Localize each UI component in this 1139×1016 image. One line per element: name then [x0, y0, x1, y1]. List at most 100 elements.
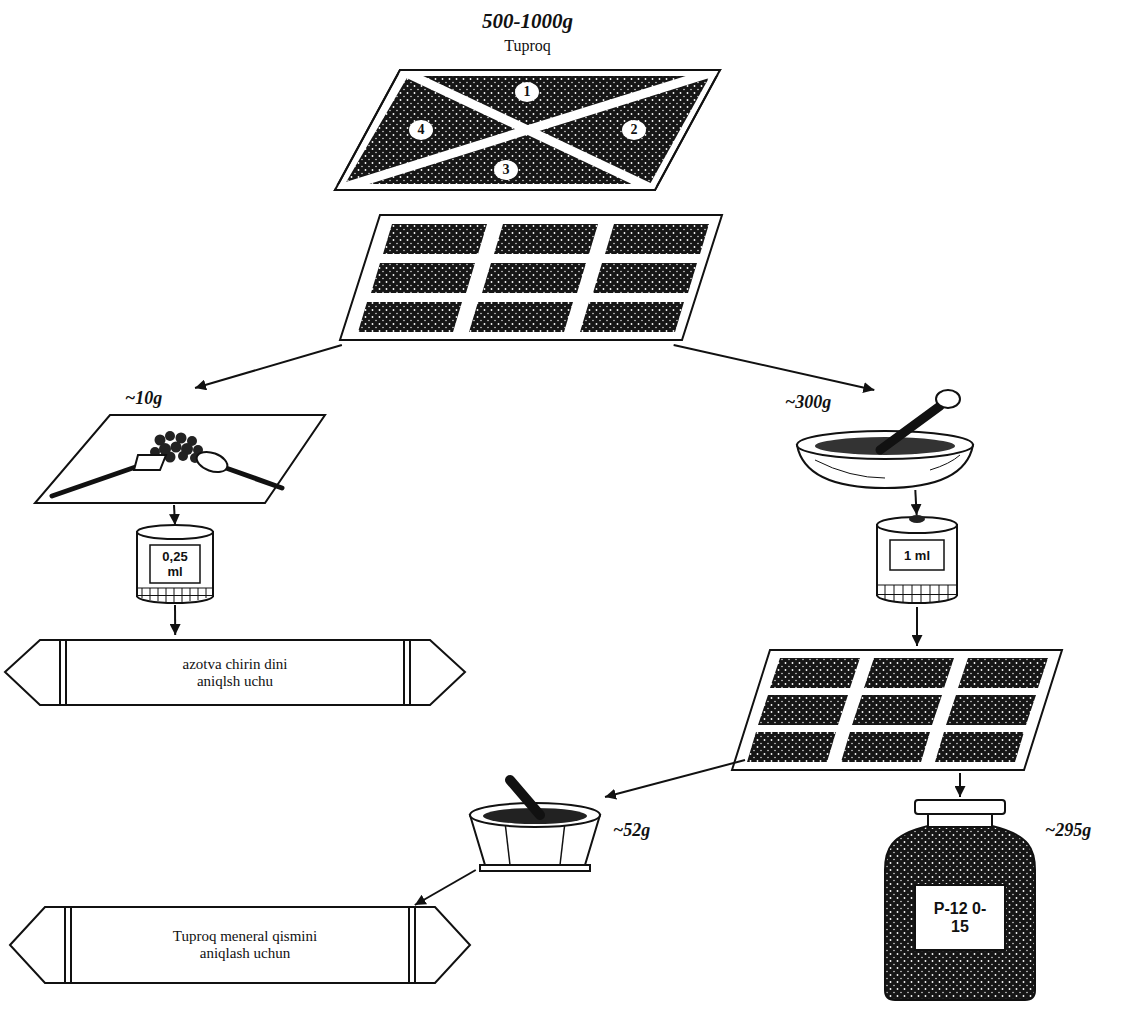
- sample-sheet: 500-1000gTuproq: [330, 5, 725, 345]
- sieve-label: 0,25 ml: [155, 549, 195, 579]
- flow-arrow: [415, 870, 476, 905]
- bowl-pestle: [936, 390, 960, 408]
- ribbon-banner: [409, 640, 411, 705]
- fine-sieve: [142, 588, 143, 598]
- text-slot: P-12 0-15: [915, 885, 1005, 950]
- coarse-sieve: [885, 585, 886, 599]
- ribbon-banner: [64, 907, 66, 983]
- coarse-sieve: [877, 515, 957, 603]
- sample-jar: [928, 814, 992, 827]
- coarse-sieve: [930, 585, 931, 602]
- paper-with-spoon: [171, 442, 182, 453]
- sample-jar: [915, 800, 1005, 814]
- callout-number: 3: [503, 162, 510, 178]
- quartered-sheet: [494, 160, 518, 180]
- spread-sheet: [580, 302, 684, 332]
- flow-arrow: [605, 760, 745, 797]
- text-slot: ~295g: [1045, 820, 1091, 841]
- spread-sheet: [358, 302, 462, 332]
- weight-label: ~10g: [125, 388, 162, 409]
- mortar: [470, 780, 600, 871]
- coarse-sieve: [939, 585, 940, 601]
- coarse-sieve: [877, 585, 957, 603]
- fine-sieve: [137, 596, 213, 603]
- paper-with-spoon: [165, 431, 175, 441]
- sieved-sheet: [758, 695, 848, 725]
- callout-number: 4: [418, 122, 425, 138]
- spread-sheet: [494, 224, 598, 254]
- sieve-box: 0,25 ml: [135, 525, 215, 605]
- bowl-sample: ~300g: [780, 390, 985, 490]
- paper-with-spoon: [35, 415, 325, 503]
- ribbon-banner: [65, 640, 67, 705]
- ribbon-banner: [59, 640, 61, 705]
- spread-sheet: [371, 263, 475, 293]
- flow-arrow: [915, 490, 916, 515]
- ribbon-banner: [5, 640, 465, 705]
- fine-sieve: [137, 525, 213, 539]
- bowl-pestle: [880, 406, 940, 450]
- flow-arrow: [674, 345, 875, 390]
- label-slot: 3: [494, 160, 518, 180]
- coarse-sieve: [894, 585, 895, 601]
- flow-arrow: [605, 607, 960, 797]
- paper-with-spoon: [226, 468, 282, 488]
- text-slot: ~10g: [125, 388, 162, 409]
- sieved-sheet: [770, 658, 860, 688]
- paper-with-spoon: [35, 415, 325, 503]
- banner-text: azotva chirin dini aniqlsh uchu: [175, 656, 295, 690]
- paper-with-spoon: [134, 455, 166, 470]
- sieved-sheet: [946, 695, 1036, 725]
- label-slot: 1: [515, 82, 539, 102]
- spread-sheet: [340, 215, 722, 340]
- quartered-sheet: [409, 120, 433, 140]
- sample-jar: [885, 826, 1035, 1000]
- fine-sieve: [137, 532, 213, 596]
- coarse-sieve: [877, 595, 957, 603]
- fine-sieve: [206, 588, 207, 598]
- ribbon-banner: [5, 640, 465, 705]
- ribbon-banner: Tuproq meneral qismini aniqlash uchun: [10, 905, 470, 985]
- coarse-sieve: [912, 585, 913, 603]
- ribbon-banner: [70, 907, 72, 983]
- text-slot: ~52g: [613, 820, 650, 841]
- mortar-sample: ~52g: [465, 765, 680, 870]
- fine-sieve: [150, 545, 200, 583]
- weight-label: ~295g: [1045, 820, 1091, 841]
- sieve-box: 1 ml: [875, 515, 960, 605]
- quartered-sheet: [335, 70, 720, 190]
- ribbon-banner: [403, 640, 405, 705]
- sieved-sheet: [732, 650, 1062, 770]
- sieved-sheet: [852, 695, 942, 725]
- flow-arrow: [959, 773, 961, 797]
- coarse-sieve: [903, 585, 904, 602]
- text-slot: Tuproq meneral qismini aniqlash uchun: [75, 909, 415, 981]
- connector-layer: [174, 345, 917, 905]
- banner-text: Tuproq meneral qismini aniqlash uchun: [160, 928, 330, 962]
- ribbon-banner: [10, 907, 470, 983]
- bowl-pestle: [815, 460, 885, 478]
- spread-sheet: [383, 224, 487, 254]
- quartered-sheet: [622, 120, 646, 140]
- fine-sieve: [158, 588, 159, 601]
- fine-sieve: [137, 588, 213, 589]
- paper-with-spoon: [178, 451, 188, 461]
- sieved-sheet: [747, 732, 836, 762]
- fine-sieve: [174, 588, 175, 602]
- coarse-sieve: [877, 525, 957, 595]
- label-slot: 4: [409, 120, 433, 140]
- text-slot: 0,25 ml: [150, 545, 200, 583]
- sieved-sheet: [935, 732, 1024, 762]
- text-slot: Tuproq: [330, 35, 725, 57]
- spread-sheet: [358, 224, 709, 332]
- fine-sieve: [137, 525, 213, 603]
- flow-arrow: [195, 345, 342, 388]
- callout-number: 2: [631, 122, 638, 138]
- mortar: [505, 822, 510, 865]
- quartered-sheet: [335, 70, 720, 190]
- fine-sieve: [182, 588, 183, 602]
- sieved-sheet: [864, 658, 954, 688]
- heading: Tuproq: [504, 37, 551, 55]
- mortar: [560, 822, 565, 865]
